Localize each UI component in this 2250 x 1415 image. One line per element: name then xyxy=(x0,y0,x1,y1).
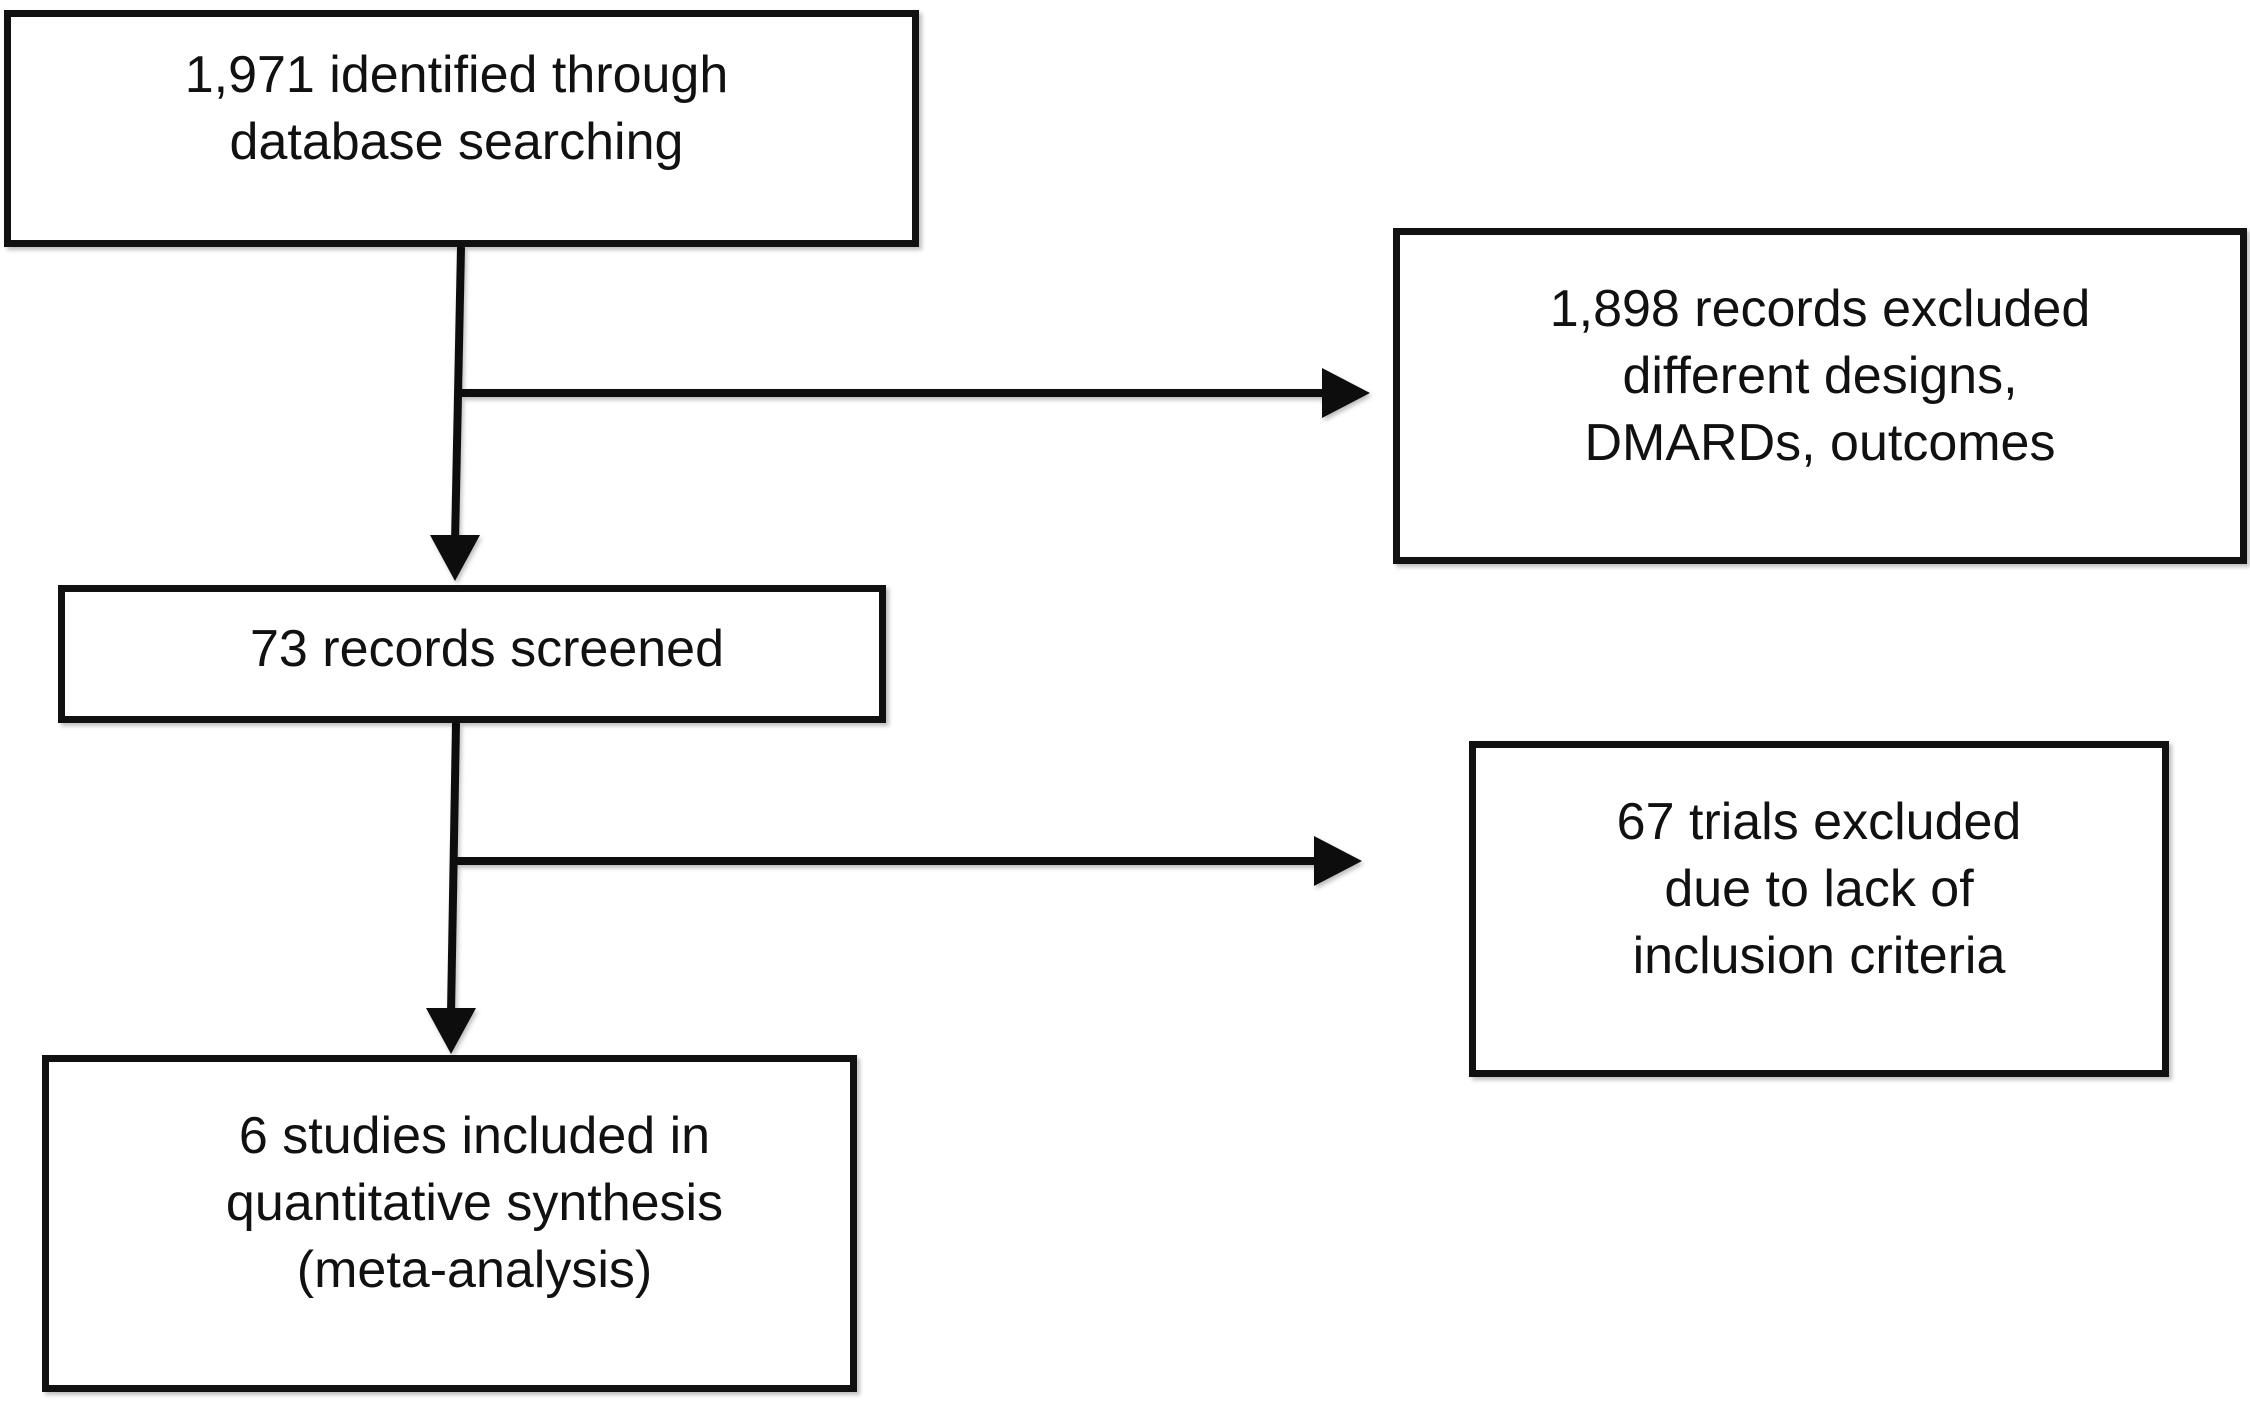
included-label: 6 studies included in quantitative synth… xyxy=(225,1107,724,1299)
included-box: 6 studies included in quantitative synth… xyxy=(42,1055,857,1392)
arrowhead-down-to-included xyxy=(426,1008,476,1054)
excluded-second-label: 67 trials excluded due to lack of inclus… xyxy=(1616,792,2022,985)
arrowhead-down-to-screened xyxy=(430,535,480,581)
identified-box: 1,971 identified through database search… xyxy=(4,10,919,247)
excluded-first-label: 1,898 records excluded different designs… xyxy=(1549,279,2091,472)
arrowhead-right-to-excluded-first xyxy=(1322,368,1370,418)
excluded-first-box: 1,898 records excluded different designs… xyxy=(1393,228,2247,564)
screened-label: 73 records screened xyxy=(249,619,725,678)
identified-label: 1,971 identified through database search… xyxy=(184,45,729,171)
arrowhead-right-to-excluded-second xyxy=(1314,836,1362,886)
screened-box: 73 records screened xyxy=(58,585,886,723)
excluded-second-box: 67 trials excluded due to lack of inclus… xyxy=(1469,741,2169,1077)
edge-identified-to-screened xyxy=(451,246,465,544)
edge-screened-to-included xyxy=(447,722,460,1014)
